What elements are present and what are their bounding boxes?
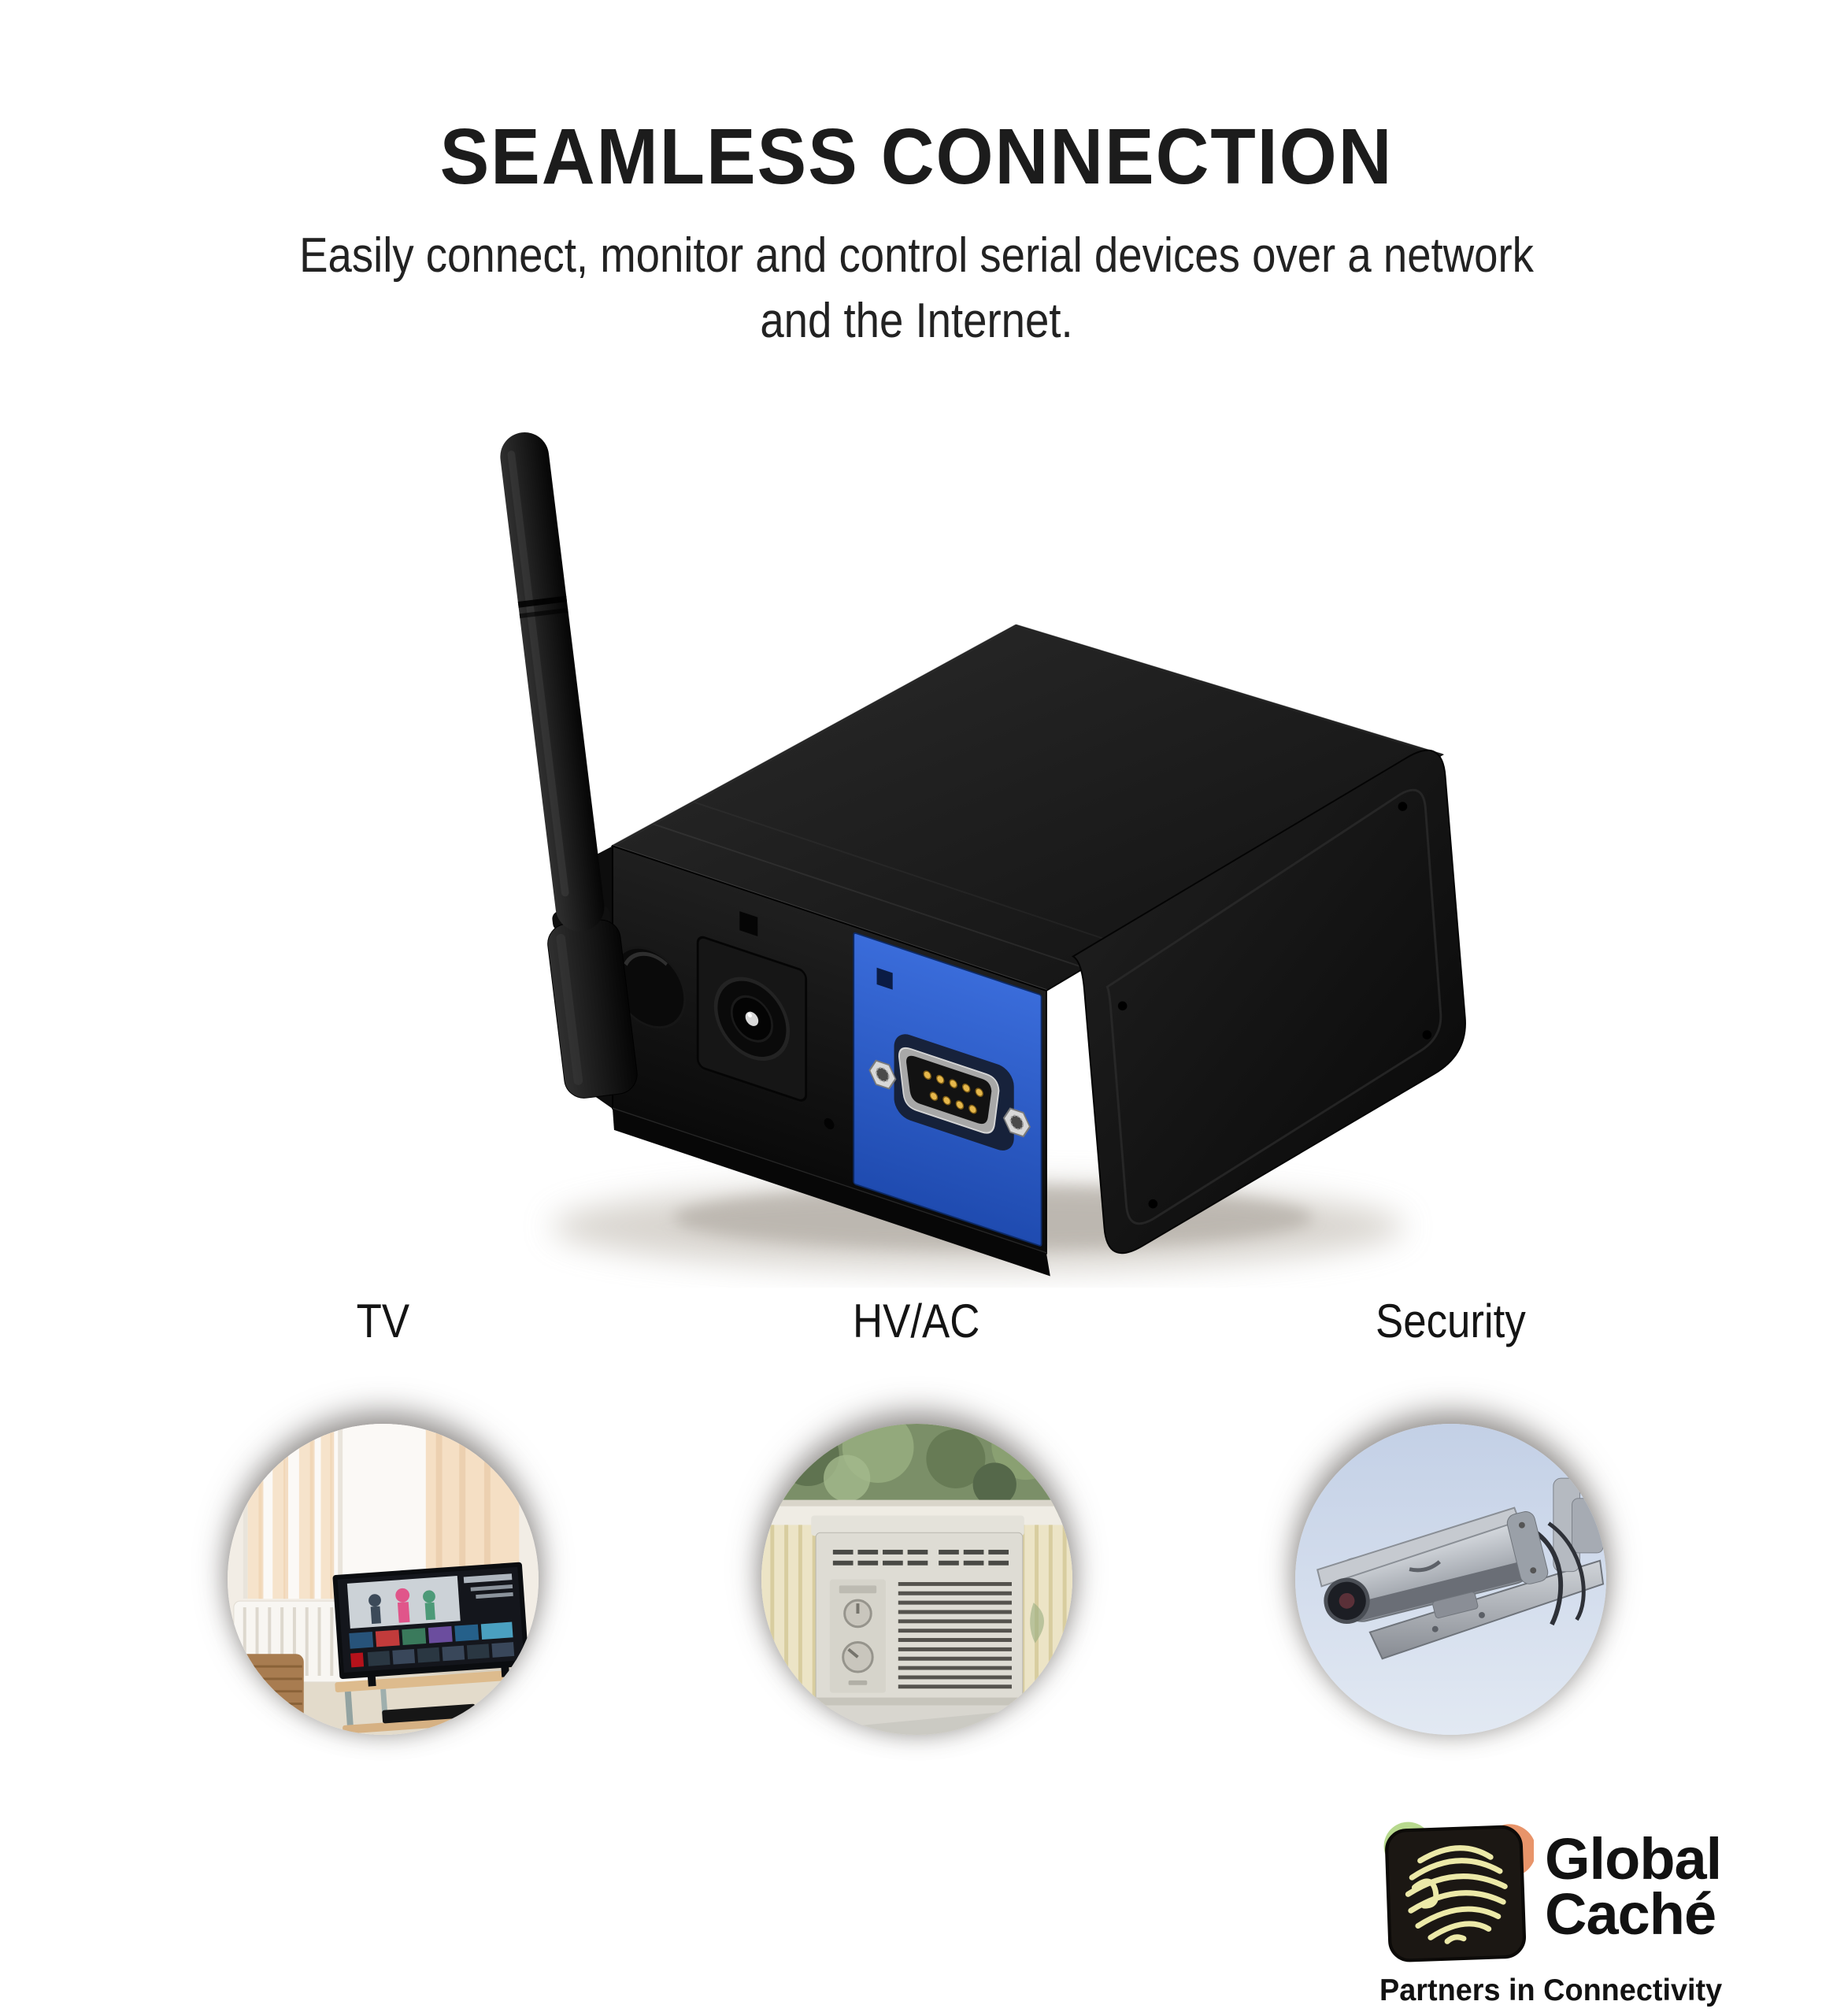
page-subtitle: Easily connect, monitor and control seri…	[110, 223, 1724, 354]
mounting-arm	[1368, 1559, 1604, 1660]
top-vents	[832, 1550, 1009, 1566]
category-tv: TV	[225, 1294, 540, 1736]
air-conditioner	[810, 1515, 1024, 1706]
category-label-security: Security	[1375, 1295, 1526, 1348]
brand-line-1: Global	[1545, 1826, 1722, 1892]
subtitle-line-1: Easily connect, monitor and control seri…	[299, 228, 1534, 283]
page-title: SEAMLESS CONNECTION	[439, 113, 1394, 201]
logo-globe-swirl	[1405, 1845, 1508, 1944]
category-row: TV	[0, 1294, 1833, 1736]
pole-hardware	[1534, 1477, 1604, 1626]
front-grille	[898, 1582, 1012, 1689]
led-hole	[739, 911, 758, 937]
end-cap	[1071, 750, 1466, 1254]
curtain	[247, 1424, 331, 1599]
db9-pins	[923, 1070, 983, 1114]
brand-footer: Global Caché Partners in Connectivity	[1379, 1818, 1820, 2008]
tv-photo-circle	[227, 1424, 539, 1736]
wicker-basket	[238, 1654, 304, 1729]
tv-screen	[332, 1562, 529, 1687]
db9-serial-port	[853, 932, 1042, 1247]
brand-line-2: Caché	[1545, 1881, 1716, 1947]
category-security: Security	[1293, 1294, 1608, 1736]
category-label-hvac: HV/AC	[853, 1295, 980, 1348]
header: SEAMLESS CONNECTION Easily connect, moni…	[0, 0, 1833, 354]
hvac-photo-circle	[761, 1424, 1072, 1736]
hvac-scene-illustration	[761, 1424, 1072, 1736]
security-scene-illustration	[1294, 1424, 1606, 1736]
security-photo-circle	[1294, 1424, 1606, 1736]
product-photo	[16, 374, 1833, 1288]
wifi-serial-adapter-illustration	[500, 432, 1466, 1277]
logo-row: Global Caché	[1379, 1818, 1820, 1972]
rear-panel	[611, 845, 1047, 1255]
device-case	[583, 624, 1466, 1277]
dc-power-jack	[696, 936, 808, 1102]
brand-tagline: Partners in Connectivity	[1379, 1973, 1723, 2007]
jack-screw-right	[1002, 1107, 1031, 1138]
category-label-tv: TV	[356, 1295, 409, 1348]
globalcache-logo-icon	[1383, 1821, 1534, 1962]
category-hvac: HV/AC	[759, 1294, 1074, 1736]
jack-screw-left	[868, 1059, 897, 1090]
brand-name: Global Caché	[1545, 1826, 1722, 1947]
cctv-camera	[1316, 1506, 1548, 1625]
subtitle-line-2: and the Internet.	[760, 294, 1073, 349]
thumbnail-row	[348, 1621, 513, 1649]
wifi-antenna	[500, 432, 638, 1099]
tv-scene-illustration	[227, 1424, 539, 1736]
thumbnail-row-2	[350, 1642, 514, 1668]
